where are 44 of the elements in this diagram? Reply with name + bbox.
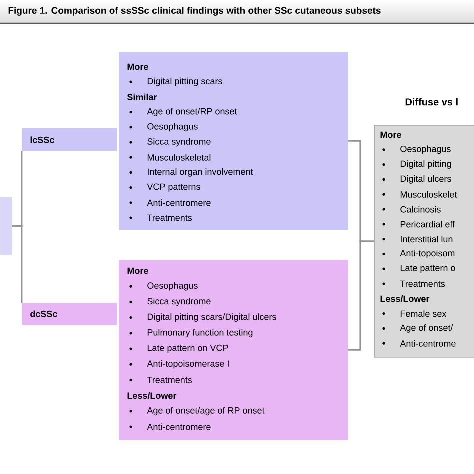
list-item: Oesophagus [130, 282, 198, 291]
side-box [0, 197, 12, 256]
list-item: Oesophagus [130, 123, 198, 132]
list-item: Interstitial lun [382, 236, 453, 243]
list-item: Age of onset/RP onset [130, 108, 238, 116]
list-item: Anti-topoisomerase I [130, 360, 229, 369]
list-item: Digital pitting scars [130, 78, 222, 86]
list-item: Oesophagus [382, 146, 451, 154]
list-item: Calcinosis [382, 206, 441, 213]
list-item: Treatments [130, 214, 192, 222]
heading: More [380, 132, 402, 138]
list-item: Musculoskeletal [130, 154, 211, 161]
heading: dcSSc [30, 310, 58, 318]
list-item: Anti-centromere [130, 424, 211, 430]
list-item: Treatments [382, 280, 446, 288]
list-item: Musculoskelet [382, 191, 458, 198]
panel-heading: Diffuse vs l [406, 98, 458, 106]
list-item: Digital ulcers [382, 176, 452, 184]
list-item: Digital pitting [382, 160, 452, 169]
list-item: Late pattern on VCP [130, 344, 228, 354]
list-item: Sicca syndrome [130, 298, 211, 306]
heading: More [128, 268, 148, 274]
list-item: Pulmonary function testing [130, 329, 253, 338]
list-item: Digital pitting scars/Digital ulcers [130, 314, 276, 322]
list-item: VCP patterns [130, 184, 200, 192]
heading: lcSSc [30, 136, 54, 144]
list-item: Anti-topoisom [382, 250, 455, 258]
list-item: Internal organ involvement [130, 168, 254, 177]
heading: Less/Lower [128, 392, 177, 400]
list-item: Pericardial eff [382, 221, 456, 228]
list-item: Anti-centromere [130, 200, 211, 206]
list-item: Age of onset/ [382, 324, 454, 333]
list-item: Female sex [382, 310, 447, 318]
list-item: Sicca syndrome [130, 138, 211, 147]
heading: Less/Lower [380, 296, 430, 302]
list-item: Age of onset/age of RP onset [130, 407, 265, 416]
heading: More [128, 64, 148, 70]
heading: Similar [127, 94, 158, 101]
bracket-line [12, 226, 23, 303]
list-item: Anti-centrome [382, 340, 456, 347]
list-item: Late pattern o [382, 265, 456, 274]
bracket-line [348, 240, 374, 351]
title-banner: Figure 1. Comparison of ssSSc clinical findings with other SSc cutaneous subsets [0, 0, 474, 24]
list-item: Treatments [130, 377, 192, 384]
